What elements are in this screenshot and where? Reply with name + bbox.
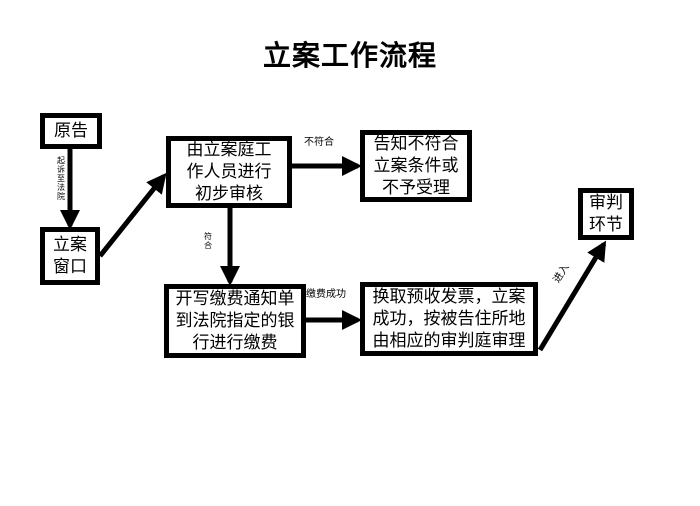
node-filing-window: 立案 窗口 [40, 227, 100, 285]
page-title: 立案工作流程 [262, 39, 437, 72]
arrow-invoice-to-trial [537, 240, 607, 352]
edge-label-file-lawsuit: 起诉至法院 [57, 156, 65, 201]
node-plaintiff: 原告 [40, 113, 102, 149]
node-reject-notice: 告知不符合 立案条件或 不予受理 [360, 130, 472, 202]
node-preliminary-review: 由立案庭工 作人员进行 初步审核 [166, 136, 292, 208]
edge-label-not-eligible: 不符合 [304, 137, 334, 148]
node-invoice-case-filed: 换取预收发票，立案 成功，按被告住所地 由相应的审判庭审理 [360, 282, 538, 356]
node-payment: 开写缴费通知单 到法院指定的银 行进行缴费 [164, 284, 306, 358]
node-trial-stage: 审判 环节 [578, 188, 634, 240]
edge-label-payment-success: 缴费成功 [306, 289, 346, 300]
edge-label-eligible: 符合 [204, 232, 212, 250]
arrow-window-to-review [98, 172, 167, 258]
